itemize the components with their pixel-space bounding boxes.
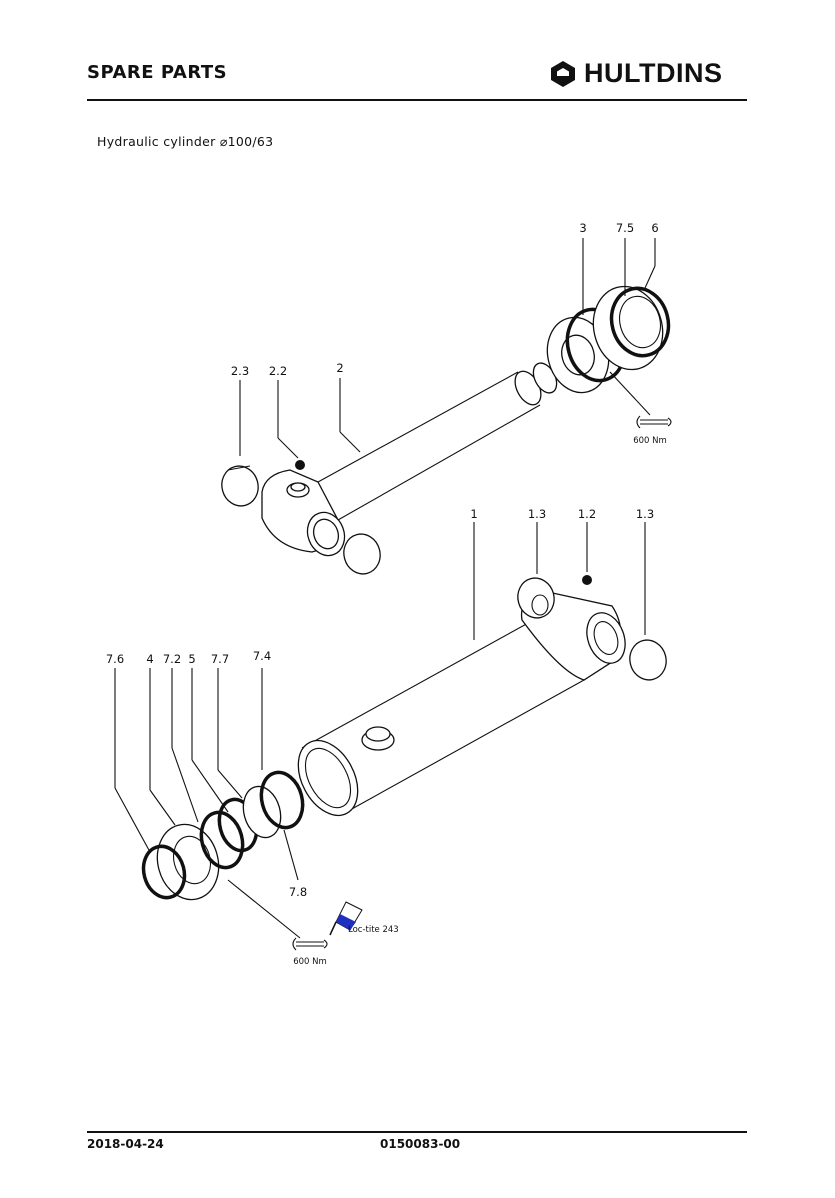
callout-label: 7.5 bbox=[616, 221, 634, 235]
callout-label: 7.4 bbox=[253, 649, 271, 663]
callout-label: 2 bbox=[336, 361, 343, 375]
callout-label: 1 bbox=[470, 507, 477, 521]
loctite-annotation: Loc-tite 243 bbox=[348, 925, 399, 935]
footer-doc-number: 0150083-00 bbox=[380, 1137, 461, 1151]
callout-label: 7.8 bbox=[289, 885, 307, 899]
leader-lines bbox=[114, 238, 656, 939]
callout-label: 3 bbox=[579, 221, 586, 235]
footer-rule bbox=[87, 1131, 747, 1133]
piston-parts bbox=[546, 285, 671, 394]
callout-label: 5 bbox=[188, 652, 195, 666]
loctite-bottle-icon bbox=[329, 901, 363, 936]
logo-text: HULTDINS bbox=[584, 58, 723, 88]
wrench-icon bbox=[292, 937, 328, 951]
wrench-icon bbox=[636, 415, 672, 429]
drawing-subtitle: Hydraulic cylinder ⌀100/63 bbox=[97, 134, 274, 149]
piston-rod-assembly bbox=[221, 362, 558, 575]
cylinder-tube-assembly bbox=[297, 575, 667, 817]
callout-label: 1.2 bbox=[578, 507, 596, 521]
hultdins-hex-icon bbox=[551, 60, 575, 87]
callout-label: 2.2 bbox=[269, 364, 287, 378]
callout-label: 7.2 bbox=[163, 652, 181, 666]
torque-annotation: 600 Nm bbox=[633, 436, 667, 446]
callout-label: 2.3 bbox=[231, 364, 249, 378]
header-rule bbox=[87, 99, 747, 101]
footer-date: 2018-04-24 bbox=[87, 1137, 164, 1151]
callout-label: 7.6 bbox=[106, 652, 124, 666]
gland-parts bbox=[141, 770, 305, 901]
callout-label: 1.3 bbox=[528, 507, 546, 521]
callout-label: 4 bbox=[146, 652, 153, 666]
page-title: SPARE PARTS bbox=[87, 62, 228, 83]
callout-label: 6 bbox=[651, 221, 658, 235]
brand-logo: HULTDINS bbox=[548, 58, 723, 89]
callout-label: 7.7 bbox=[211, 652, 229, 666]
torque-annotation: 600 Nm bbox=[293, 957, 327, 967]
callout-label: 1.3 bbox=[636, 507, 654, 521]
